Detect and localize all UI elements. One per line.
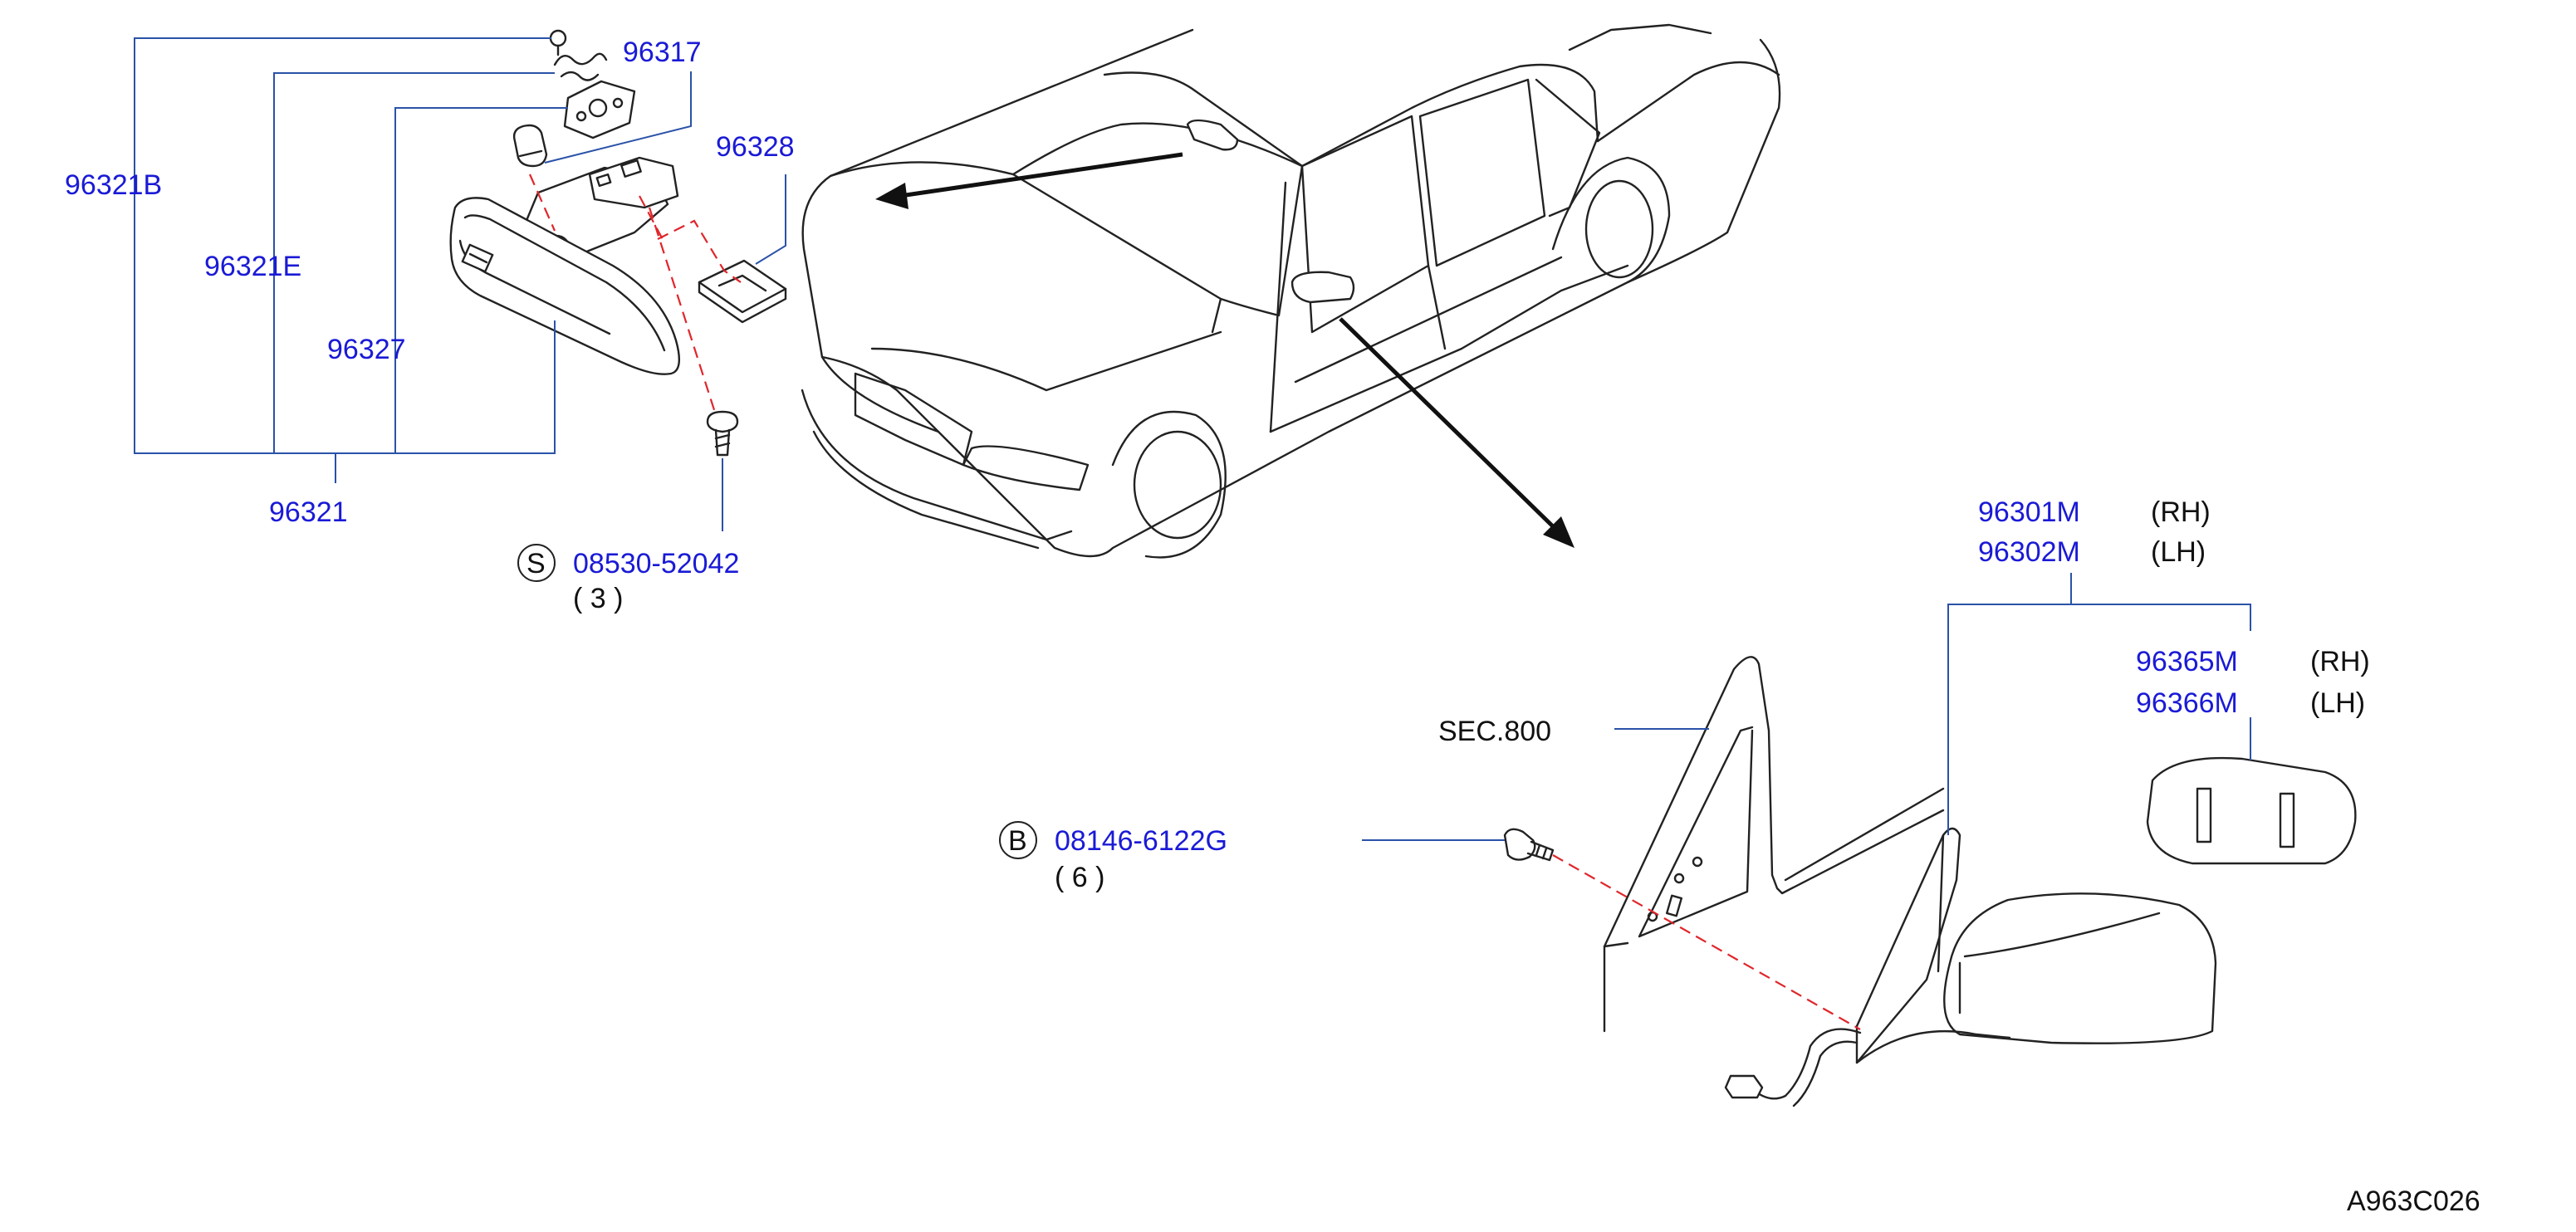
hidden-line-bulb <box>528 174 556 232</box>
interior-mirror-assembly <box>449 29 787 457</box>
part-label-screw: 08530-52042 <box>573 548 739 579</box>
mirror-cover-icon <box>698 259 787 324</box>
door-frame-icon <box>1603 656 1945 1033</box>
screw-symbol-circle <box>517 544 556 582</box>
clip-screw-icon <box>549 29 567 56</box>
callout-arrows <box>875 152 1574 548</box>
side-label-96301m: (RH) <box>2151 496 2211 528</box>
hidden-line-bolt <box>1552 854 1861 1030</box>
hidden-line-base <box>639 195 665 243</box>
part-label-96302m: 96302M <box>1978 536 2080 568</box>
leader-lines-interior <box>134 37 786 531</box>
section-reference: SEC.800 <box>1438 716 1551 747</box>
diagram-code: A963C026 <box>2347 1186 2481 1217</box>
part-label-bolt: 08146-6122G <box>1055 825 1227 857</box>
leader-lines-door <box>1362 573 2251 841</box>
part-label-96366m: 96366M <box>2136 687 2238 719</box>
car-illustration <box>801 23 1781 559</box>
spring-clip-icon <box>553 52 608 81</box>
part-label-96327: 96327 <box>327 334 406 365</box>
side-label-96365m: (RH) <box>2310 646 2370 677</box>
part-label-96321b: 96321B <box>65 169 162 201</box>
screw-quantity: ( 3 ) <box>573 583 623 614</box>
harness-connector-icon <box>1724 1074 1764 1099</box>
mirror-glass-icon <box>2146 756 2357 865</box>
screw-callout: S 08530-52042 ( 3 ) <box>517 544 739 614</box>
part-label-96317: 96317 <box>623 37 702 68</box>
door-mirror-assembly <box>1503 656 2357 1107</box>
bolt-icon <box>1503 828 1555 862</box>
bolt-callout: B 08146-6122G ( 6 ) <box>999 821 1227 893</box>
part-label-96321: 96321 <box>269 496 348 528</box>
bulb-icon <box>512 124 548 168</box>
screw-icon <box>706 410 739 457</box>
hidden-line-mirror-cover <box>657 219 742 283</box>
part-label-96365m: 96365M <box>2136 646 2238 677</box>
part-label-96301m: 96301M <box>1978 496 2080 528</box>
bolt-symbol-circle <box>999 821 1037 859</box>
mounting-base-icon <box>563 80 636 139</box>
part-label-96321e: 96321E <box>204 251 301 282</box>
screw-symbol: S <box>526 548 546 579</box>
side-label-96302m: (LH) <box>2151 536 2206 568</box>
door-mirror-icon <box>1724 827 2217 1107</box>
bolt-quantity: ( 6 ) <box>1055 862 1104 893</box>
rearview-mirror-icon <box>449 197 681 375</box>
part-label-96328: 96328 <box>716 131 795 163</box>
mirror-switch-icon <box>461 243 494 273</box>
bolt-symbol: B <box>1008 825 1027 857</box>
mirror-stem-icon <box>520 156 679 264</box>
side-label-96366m: (LH) <box>2310 687 2365 719</box>
